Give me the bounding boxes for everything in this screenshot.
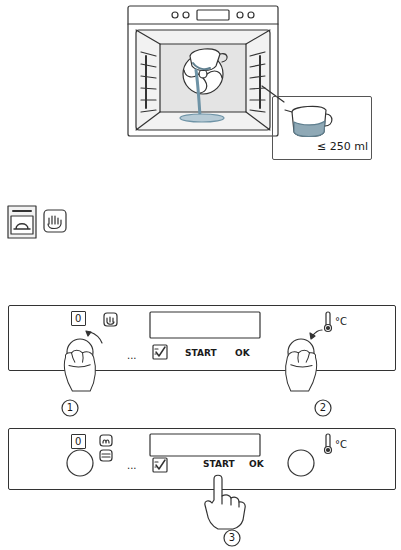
callout-circle bbox=[62, 400, 78, 416]
panel-text: °C bbox=[335, 439, 347, 450]
callout-circle bbox=[315, 400, 331, 416]
temperature-knob bbox=[288, 339, 314, 365]
panel-text: ... bbox=[127, 460, 137, 471]
steam-clean-icon bbox=[44, 210, 66, 232]
jug bbox=[292, 106, 326, 136]
control-panel: ... START OK °C 0 bbox=[8, 305, 396, 371]
panel-text: °C bbox=[335, 316, 347, 327]
thermometer-icon bbox=[325, 312, 332, 332]
pointing-hand bbox=[205, 475, 245, 529]
oven-icon bbox=[8, 206, 36, 238]
water-icon bbox=[100, 450, 112, 461]
control-panel: ... START OK °C 0 bbox=[8, 428, 396, 490]
off-position-mark: 0 bbox=[71, 434, 86, 449]
check-icon bbox=[153, 458, 167, 472]
callout-circle bbox=[224, 530, 240, 546]
panel-text: ... bbox=[127, 350, 137, 361]
panel-text: 0 bbox=[75, 436, 81, 447]
thermometer-icon bbox=[325, 434, 332, 454]
steam-icon bbox=[100, 435, 112, 446]
check-icon bbox=[153, 345, 167, 359]
panel-text: START bbox=[203, 460, 235, 470]
display bbox=[150, 434, 260, 456]
turn-arrow bbox=[90, 332, 102, 343]
steam-clean-icon bbox=[104, 313, 117, 326]
panel-text: OK bbox=[249, 460, 264, 470]
selector-knob bbox=[67, 339, 93, 365]
callout-number: 2 bbox=[320, 403, 326, 413]
callout-number: 1 bbox=[67, 403, 73, 413]
leader-line bbox=[262, 86, 284, 102]
selector-knob bbox=[67, 450, 93, 476]
oven-body bbox=[128, 6, 278, 136]
panel-text: START bbox=[185, 349, 217, 359]
dish bbox=[190, 49, 220, 71]
water bbox=[180, 114, 224, 122]
temperature-knob bbox=[288, 450, 314, 476]
panel-text: 0 bbox=[75, 313, 81, 324]
callout-number: 3 bbox=[229, 533, 235, 543]
off-position-mark: 0 bbox=[71, 311, 86, 326]
callout-box: ≤ 250 ml bbox=[272, 96, 372, 160]
display bbox=[150, 312, 260, 338]
panel-text: OK bbox=[235, 349, 250, 359]
panel-text: ≤ 250 ml bbox=[317, 141, 368, 153]
oven-cavity bbox=[136, 30, 270, 130]
